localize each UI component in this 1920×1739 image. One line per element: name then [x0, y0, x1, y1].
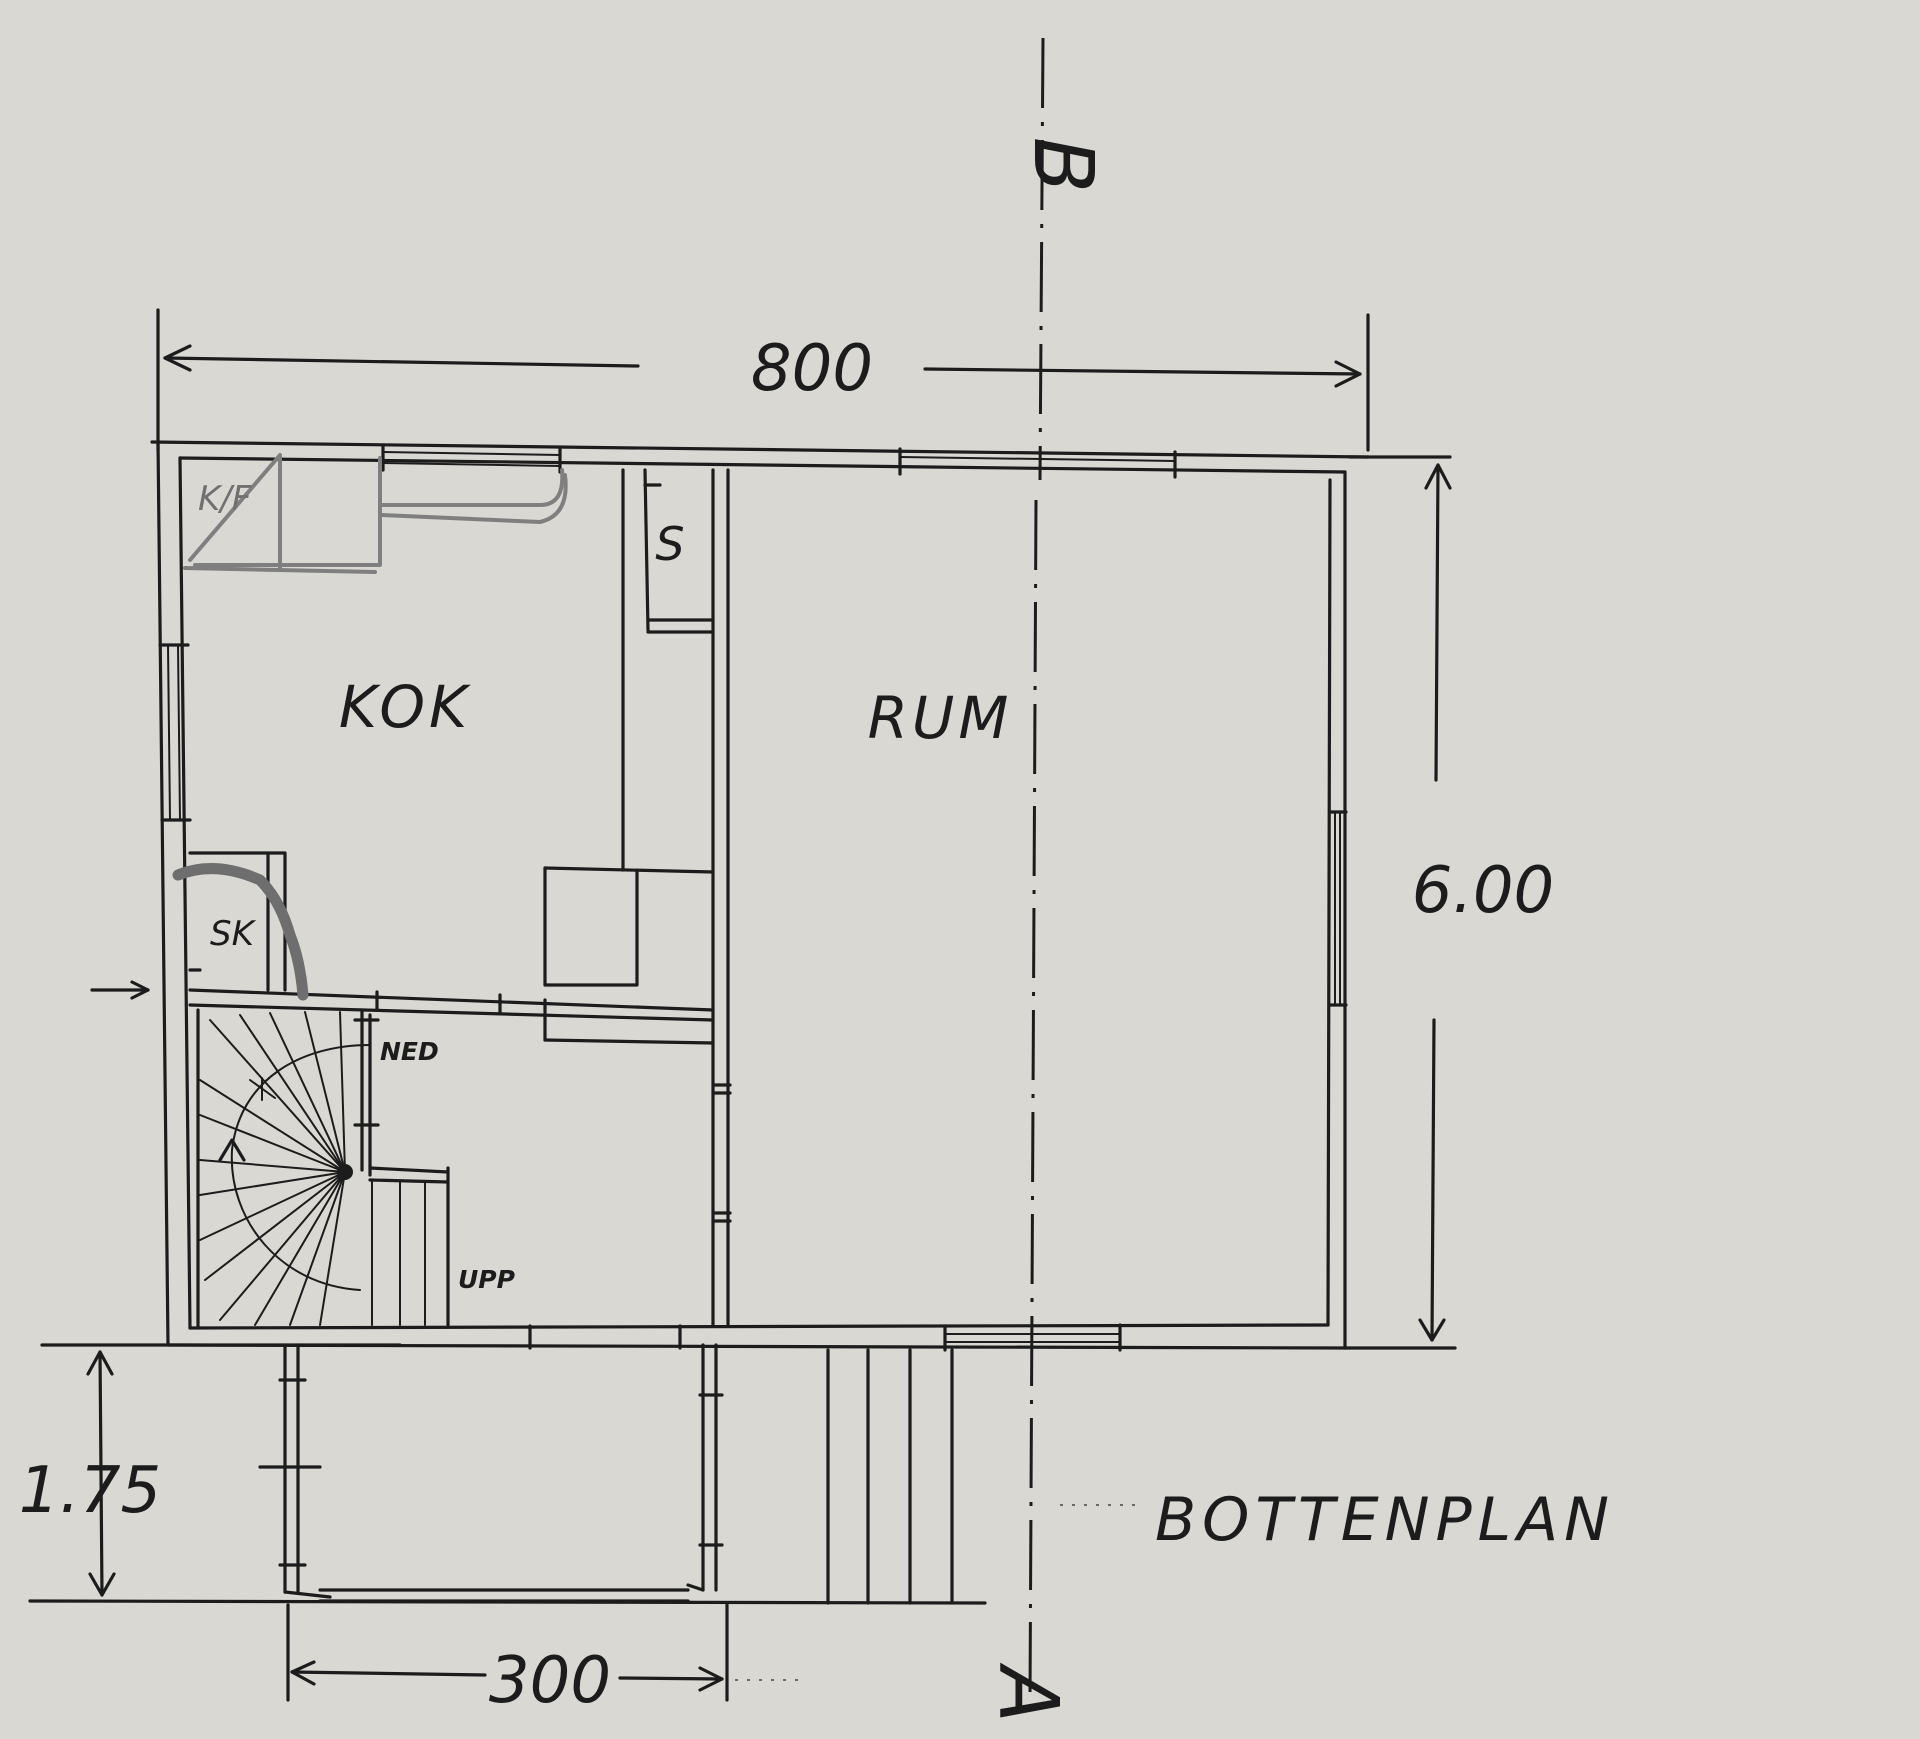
dimension-800-label: 800	[751, 332, 873, 406]
dimension-height-right: 6.00	[1343, 455, 1555, 1350]
windows	[158, 443, 1348, 1352]
dimension-1-75-label: 1.75	[19, 1454, 162, 1528]
dimension-porch-depth: 1.75	[19, 1343, 987, 1605]
section-line-a-b: B A	[980, 37, 1110, 1723]
dimension-porch-width: 300	[286, 1603, 800, 1718]
porch	[258, 1343, 954, 1605]
dimension-300-label: 300	[489, 1644, 611, 1718]
stair-label-up: UPP	[458, 1265, 515, 1294]
plan-title: BOTTENPLAN	[1155, 1485, 1615, 1555]
cabinet-label: SK	[210, 914, 257, 954]
fridge-freezer-label: K/F	[198, 479, 252, 519]
room-label-living-room: RUM	[868, 684, 1013, 752]
interior-walls	[90, 468, 732, 1327]
dimension-6-00-label: 6.00	[1412, 854, 1555, 928]
closet-label: S	[655, 517, 684, 571]
section-marker-b: B	[1015, 137, 1110, 193]
room-label-kitchen: KOK	[339, 673, 471, 741]
pencil-kitchen-fixtures: K/F	[172, 453, 568, 1001]
staircase: NED UPP	[196, 1008, 515, 1330]
dimension-width-top: 800	[156, 308, 1370, 452]
section-marker-a: A	[980, 1662, 1075, 1723]
drawing-title: BOTTENPLAN	[1060, 1485, 1615, 1555]
stair-label-down: NED	[380, 1037, 439, 1066]
exterior-walls	[150, 440, 1370, 1350]
